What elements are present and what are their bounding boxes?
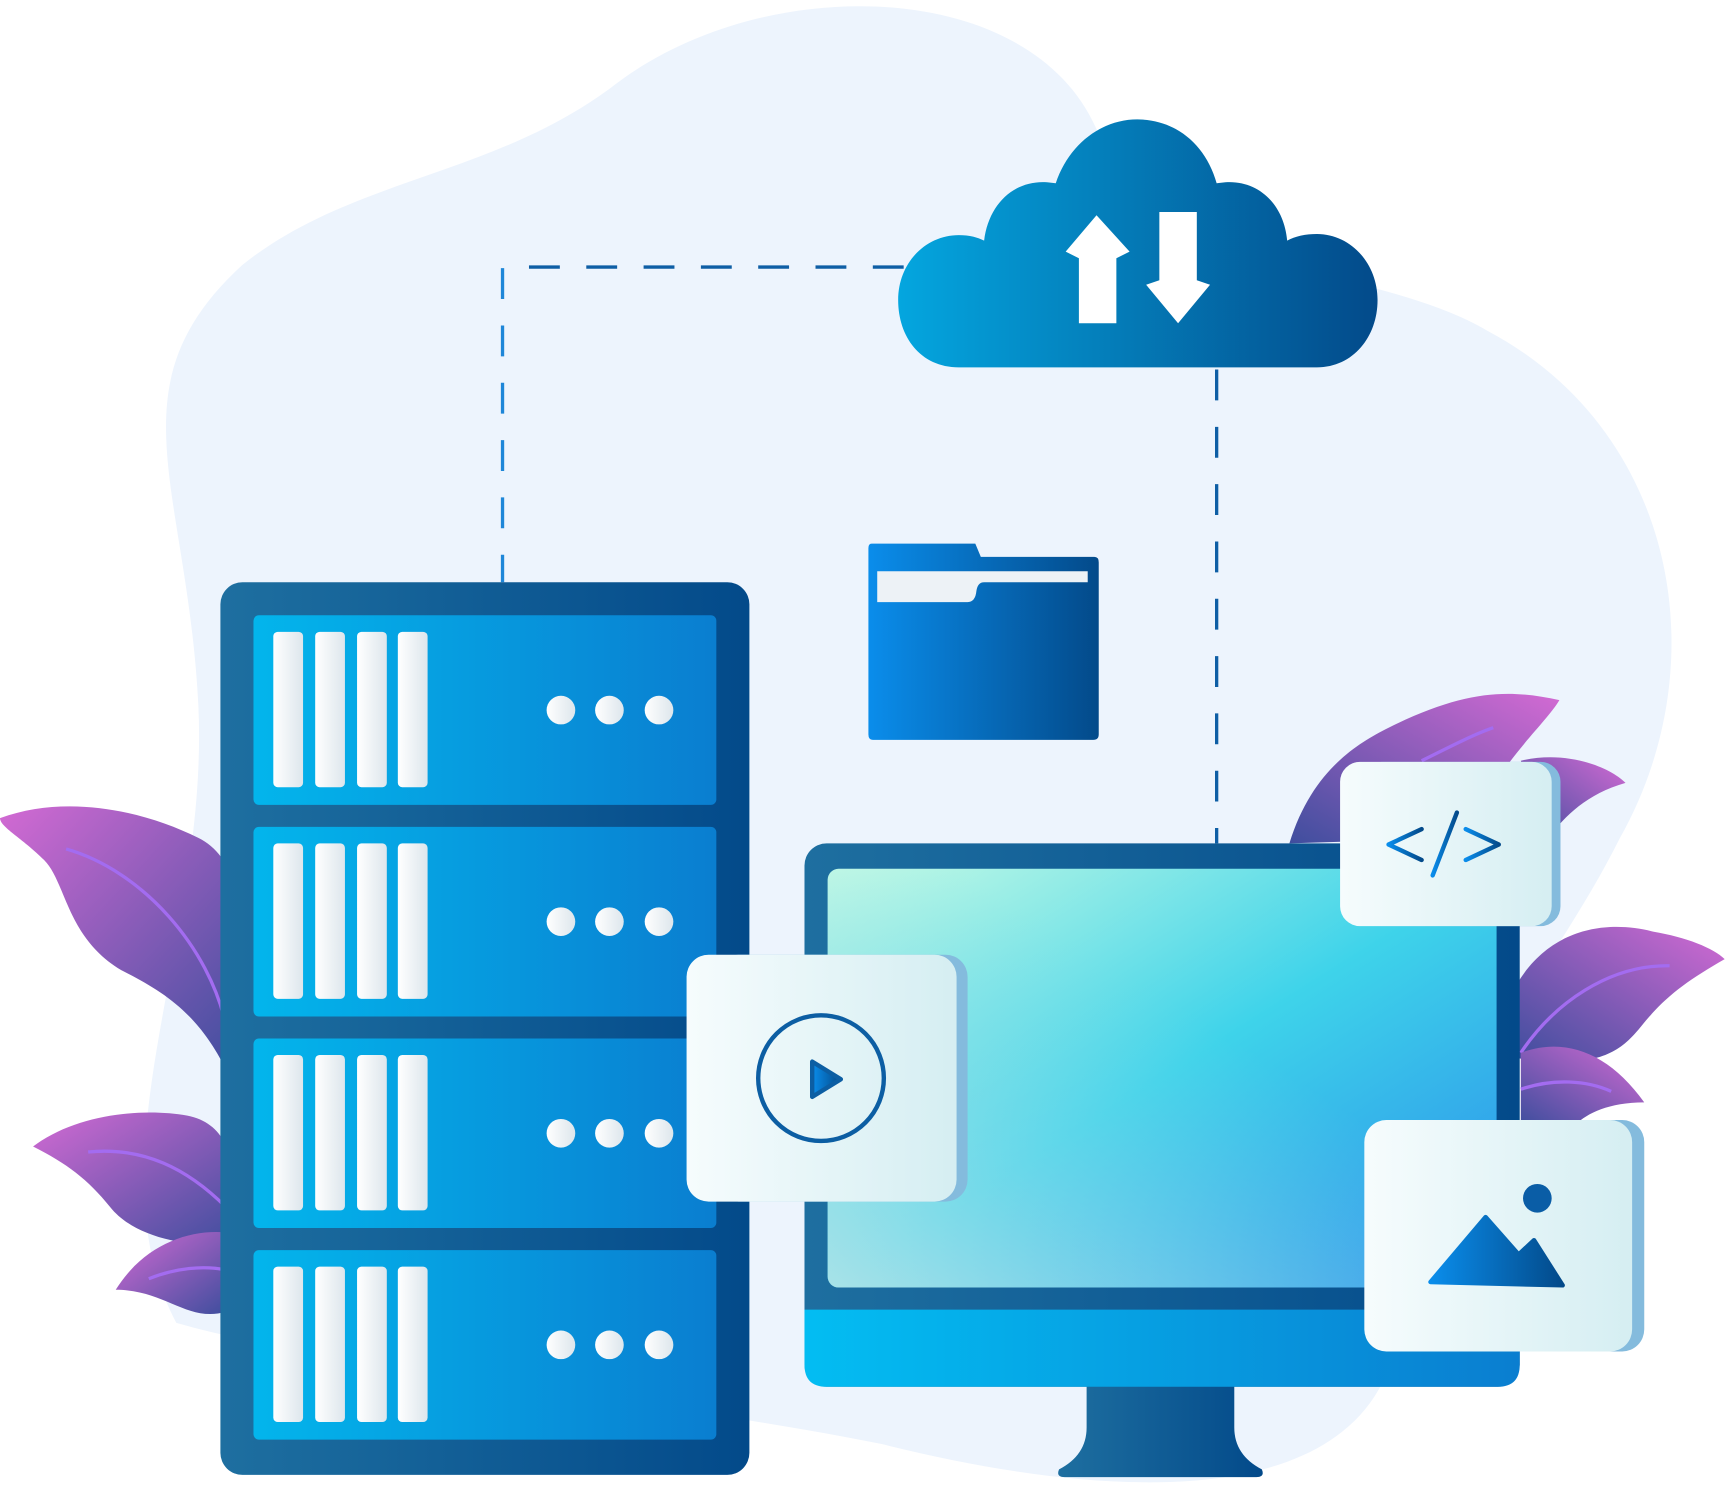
server-unit	[253, 826, 717, 1017]
arrow-down-icon	[1146, 211, 1211, 324]
drive-slot	[273, 631, 304, 788]
arrow-up-icon	[1065, 215, 1130, 324]
status-light	[644, 695, 674, 725]
server-unit	[253, 1038, 717, 1229]
server-rack	[220, 582, 750, 1475]
drive-slot	[273, 1266, 304, 1422]
status-light	[644, 907, 674, 936]
code-icon	[1386, 810, 1501, 878]
status-light	[595, 695, 624, 725]
drive-slot	[397, 631, 428, 788]
status-light	[595, 1118, 624, 1148]
server-unit	[253, 615, 717, 805]
status-light	[546, 695, 576, 725]
drive-slot	[273, 1055, 304, 1211]
image-icon	[1428, 1183, 1565, 1288]
image-card	[1364, 1120, 1645, 1352]
dashed-connector	[500, 265, 1219, 844]
status-light	[546, 907, 576, 936]
drive-slot	[397, 843, 428, 999]
drive-slot	[357, 1266, 387, 1422]
play-icon	[809, 1059, 844, 1100]
folder-icon	[868, 543, 1099, 740]
play-button-circle	[755, 1013, 887, 1144]
drive-slot	[397, 1055, 428, 1211]
status-light	[546, 1118, 576, 1148]
status-light	[595, 907, 624, 936]
drive-slot	[315, 843, 345, 999]
code-card	[1340, 761, 1561, 927]
drive-slot	[357, 631, 387, 788]
monitor-icon	[804, 843, 1520, 1478]
drive-slot	[315, 1266, 345, 1422]
drive-slot	[273, 843, 304, 999]
status-light	[546, 1330, 576, 1360]
drive-slot	[315, 631, 345, 788]
cloud-upload-download-icon	[898, 119, 1378, 368]
video-card	[686, 954, 968, 1202]
status-light	[644, 1330, 674, 1360]
drive-slot	[357, 843, 387, 999]
leaves-left	[0, 806, 241, 1315]
status-light	[595, 1330, 624, 1360]
drive-slot	[315, 1055, 345, 1211]
server-unit	[253, 1250, 717, 1440]
drive-slot	[357, 1055, 387, 1211]
status-light	[644, 1118, 674, 1148]
drive-slot	[397, 1266, 428, 1422]
